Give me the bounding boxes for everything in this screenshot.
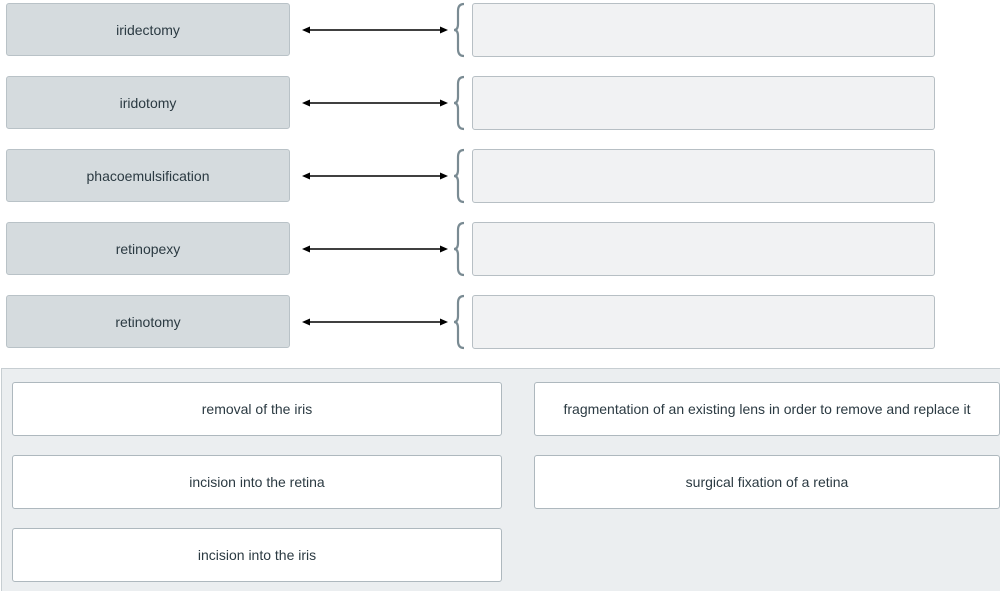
match-row: retinotomy [0, 294, 1000, 351]
drop-zone[interactable] [472, 76, 935, 130]
match-row: iridectomy [0, 2, 1000, 59]
curly-brace-icon [453, 221, 465, 277]
curly-brace-icon [453, 148, 465, 204]
curly-brace-icon [453, 75, 465, 131]
drop-zone[interactable] [472, 295, 935, 349]
curly-brace-icon [453, 2, 465, 58]
answer-card[interactable]: incision into the retina [12, 455, 502, 509]
term-label: iridotomy [6, 76, 290, 129]
match-row: phacoemulsification [0, 148, 1000, 205]
double-headed-arrow-icon [302, 245, 448, 253]
drop-zone[interactable] [472, 3, 935, 57]
term-label: retinotomy [6, 295, 290, 348]
curly-brace-icon [453, 294, 465, 350]
double-headed-arrow-icon [302, 172, 448, 180]
answer-card[interactable]: surgical fixation of a retina [534, 455, 1000, 509]
double-headed-arrow-icon [302, 318, 448, 326]
double-headed-arrow-icon [302, 99, 448, 107]
term-label: iridectomy [6, 3, 290, 56]
match-row: retinopexy [0, 221, 1000, 278]
double-headed-arrow-icon [302, 26, 448, 34]
drop-zone[interactable] [472, 149, 935, 203]
answer-card[interactable]: removal of the iris [12, 382, 502, 436]
answer-card[interactable]: fragmentation of an existing lens in ord… [534, 382, 1000, 436]
answer-bank: removal of the iris fragmentation of an … [1, 368, 1000, 591]
term-label: retinopexy [6, 222, 290, 275]
term-label: phacoemulsification [6, 149, 290, 202]
answer-card[interactable]: incision into the iris [12, 528, 502, 582]
drop-zone[interactable] [472, 222, 935, 276]
match-row: iridotomy [0, 75, 1000, 132]
